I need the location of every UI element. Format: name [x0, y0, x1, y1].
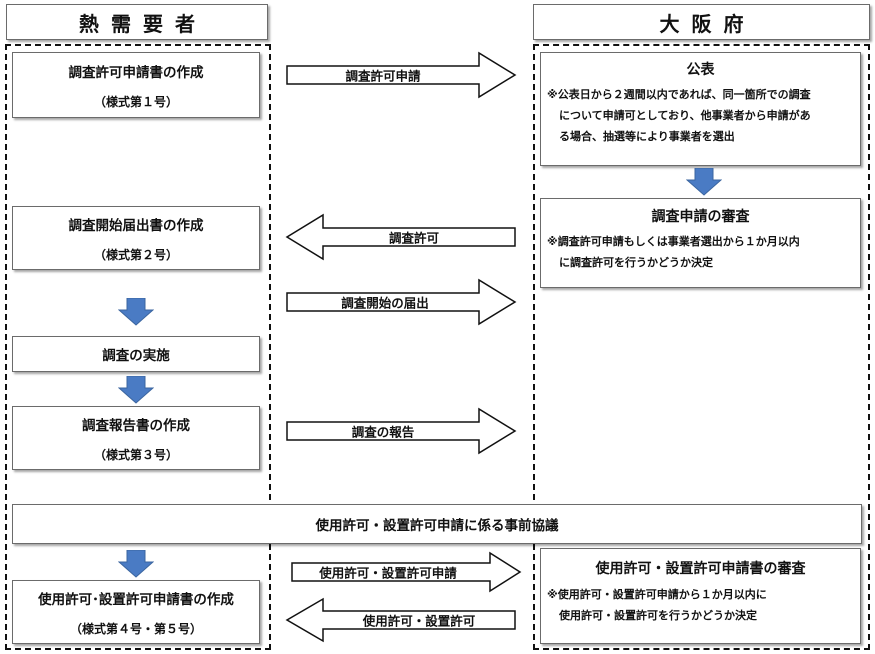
- arrow-label: 使用許可・設置許可申請: [319, 565, 457, 581]
- header-heat-consumer: 熱需要者: [6, 4, 268, 40]
- flow-down-arrow-icon: [686, 168, 722, 196]
- step-announcement-note: ※公表日から２週間以内であれば、同一箇所での調査 について申請可としており、他事…: [547, 84, 854, 147]
- step-survey-application-form: （様式第１号）: [93, 94, 178, 109]
- right-dashed-region: [533, 44, 870, 650]
- step-permit-review: 使用許可・設置許可申請書の審査 ※使用許可・設置許可申請から１か月以内に 使用許…: [540, 548, 861, 644]
- note-line: る場合、抽選等により事業者を選出: [559, 130, 735, 143]
- arrow-survey-report: 調査の報告: [283, 406, 519, 456]
- pre-consultation-label: 使用許可・設置許可申請に係る事前協議: [315, 518, 559, 534]
- step-survey-review: 調査申請の審査 ※調査許可申請もしくは事業者選出から１か月以内 に調査許可を行う…: [540, 198, 861, 288]
- step-survey-application: 調査許可申請書の作成 （様式第１号）: [12, 52, 260, 118]
- flow-down-arrow-icon: [118, 550, 154, 578]
- arrow-right-shape: [286, 407, 517, 455]
- header-osaka-prefecture: 大阪府: [533, 4, 870, 40]
- step-permit-application-form: （様式第４号・第５号）: [69, 621, 202, 636]
- note-line: 使用許可・設置許可を行うかどうか決定: [559, 609, 757, 622]
- note-line: ※公表日から２週間以内であれば、同一箇所での調査: [547, 88, 811, 101]
- step-permit-review-title: 使用許可・設置許可申請書の審査: [595, 561, 806, 577]
- arrow-label: 調査許可申請: [345, 68, 421, 84]
- arrow-label: 使用許可・設置許可: [362, 613, 476, 629]
- step-survey-review-note: ※調査許可申請もしくは事業者選出から１か月以内 に調査許可を行うかどうか決定: [547, 231, 854, 273]
- flow-down-arrow-icon: [118, 376, 154, 404]
- step-survey-execution: 調査の実施: [12, 336, 260, 372]
- step-permit-review-note: ※使用許可・設置許可申請から１か月以内に 使用許可・設置許可を行うかどうか決定: [547, 584, 854, 626]
- arrow-label: 調査許可: [388, 230, 440, 246]
- arrow-label: 調査の報告: [351, 424, 415, 440]
- step-survey-start-notice: 調査開始届出書の作成 （様式第２号）: [12, 206, 260, 270]
- step-survey-review-title: 調査申請の審査: [651, 209, 750, 225]
- flow-down-arrow-icon: [118, 298, 154, 326]
- left-dashed-region: [5, 44, 271, 650]
- step-survey-start-notice-title: 調査開始届出書の作成: [68, 217, 204, 234]
- step-survey-report: 調査報告書の作成 （様式第３号）: [12, 406, 260, 470]
- step-permit-application: 使用許可･設置許可申請書の作成 （様式第４号・第５号）: [12, 580, 260, 644]
- arrow-survey-application: 調査許可申請: [283, 50, 519, 100]
- note-line: について申請可としており、他事業者から申請があ: [559, 109, 811, 122]
- note-line: ※使用許可・設置許可申請から１か月以内に: [547, 588, 767, 601]
- arrow-right-shape: [286, 51, 517, 99]
- arrow-label: 調査開始の届出: [341, 295, 429, 311]
- arrow-survey-start-notice: 調査開始の届出: [283, 277, 519, 327]
- step-survey-execution-title: 調査の実施: [102, 348, 170, 364]
- pre-consultation-bar: 使用許可・設置許可申請に係る事前協議: [12, 504, 862, 544]
- arrow-permit: 使用許可・設置許可: [283, 596, 519, 644]
- arrow-survey-permission: 調査許可: [283, 212, 519, 262]
- note-line: ※調査許可申請もしくは事業者選出から１か月以内: [547, 235, 800, 248]
- step-announcement: 公表 ※公表日から２週間以内であれば、同一箇所での調査 について申請可としており…: [540, 52, 861, 166]
- note-line: に調査許可を行うかどうか決定: [559, 256, 713, 269]
- step-survey-application-title: 調査許可申請書の作成: [68, 64, 204, 81]
- step-survey-report-title: 調査報告書の作成: [82, 417, 190, 434]
- arrow-right-shape: [286, 278, 517, 326]
- arrow-left-shape: [285, 597, 516, 643]
- step-permit-application-title: 使用許可･設置許可申請書の作成: [38, 591, 234, 608]
- arrow-right-shape: [291, 551, 522, 593]
- step-announcement-title: 公表: [686, 62, 715, 78]
- step-survey-report-form: （様式第３号）: [93, 447, 178, 462]
- arrow-permit-application: 使用許可・設置許可申請: [288, 550, 524, 594]
- arrow-left-shape: [285, 213, 516, 261]
- step-survey-start-notice-form: （様式第２号）: [93, 247, 178, 262]
